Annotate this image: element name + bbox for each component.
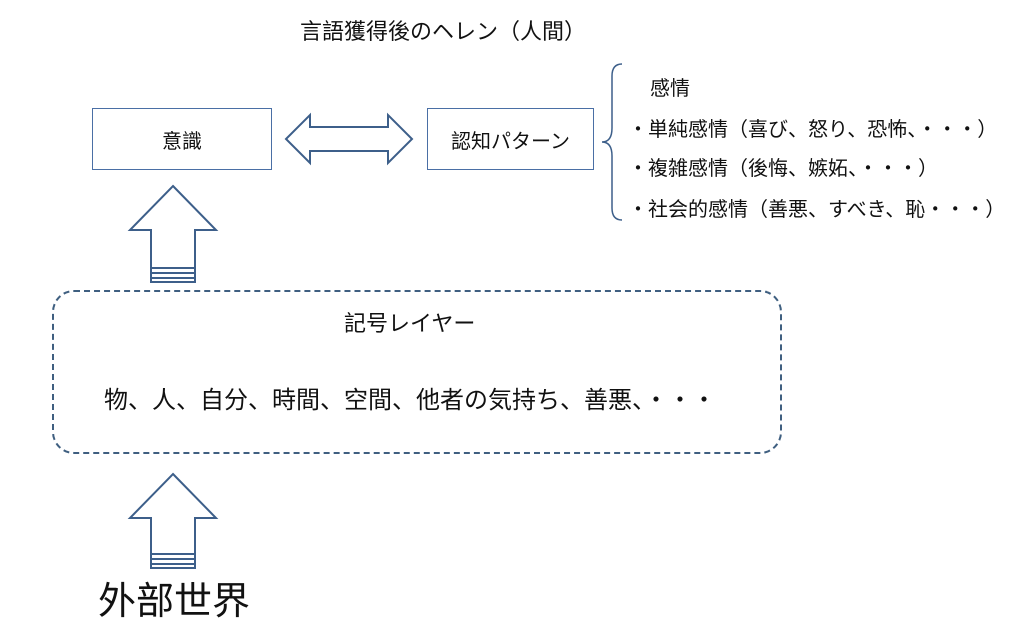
emotion-item-complex: ・複雑感情（後悔、嫉妬、・・・） (628, 156, 938, 180)
symbol-layer-content: 物、人、自分、時間、空間、他者の気持ち、善悪、・・・ (104, 386, 716, 414)
emotion-item-social: ・社会的感情（善悪、すべき、恥・・・） (628, 197, 1006, 221)
diagram-title: 言語獲得後のヘレン（人間） (300, 20, 587, 45)
emotion-brace (601, 63, 623, 221)
up-arrow-from-world (127, 472, 219, 569)
consciousness-label: 意識 (162, 128, 202, 153)
symbol-layer-box (52, 290, 782, 454)
cognitive-pattern-label: 認知パターン (451, 128, 570, 153)
bidirectional-arrow (284, 112, 414, 166)
cognitive-pattern-box: 認知パターン (427, 108, 594, 170)
external-world-label: 外部世界 (98, 579, 251, 623)
emotion-heading: 感情 (650, 76, 690, 100)
emotion-item-simple: ・単純感情（喜び、怒り、恐怖、・・・） (628, 117, 998, 141)
consciousness-box: 意識 (92, 108, 272, 170)
symbol-layer-title: 記号レイヤー (344, 312, 476, 337)
up-arrow-to-consciousness (127, 184, 219, 283)
